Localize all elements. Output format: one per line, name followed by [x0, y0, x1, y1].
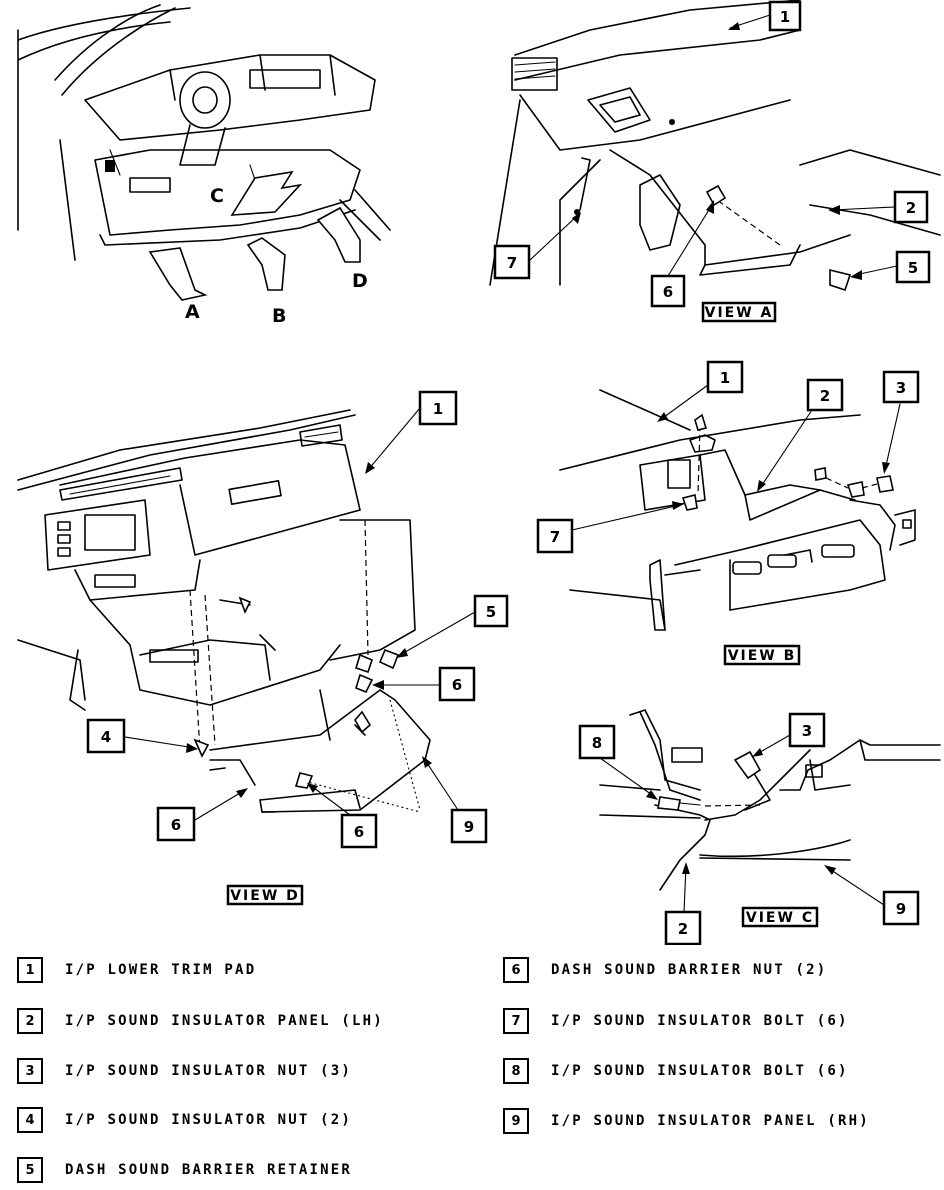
- view-a-callout-5: [895, 250, 931, 284]
- view-c-callout-2: [664, 910, 702, 945]
- view-d-callout-6-upper: [438, 666, 476, 702]
- view-d-title-box: [226, 884, 304, 906]
- arrow-label-b: B: [272, 305, 286, 327]
- legend-item-4: 4 I/P SOUND INSULATOR NUT (2): [17, 1104, 352, 1136]
- svg-text:9: 9: [464, 818, 474, 836]
- exploded-view-diagram: A B C D 1 2: [17, 0, 941, 945]
- svg-text:2: 2: [906, 199, 916, 217]
- view-a-callout-1: [768, 0, 802, 32]
- legend-item-5: 5 DASH SOUND BARRIER RETAINER: [17, 1154, 352, 1186]
- legend-item-1: 1 I/P LOWER TRIM PAD: [17, 954, 256, 986]
- svg-text:6: 6: [452, 676, 462, 694]
- svg-text:2: 2: [820, 387, 830, 405]
- view-c-title-box: [741, 906, 819, 928]
- arrow-label-a: A: [185, 301, 200, 323]
- legend-text-1: I/P LOWER TRIM PAD: [65, 962, 257, 978]
- view-a-callout-7: [493, 244, 531, 280]
- legend-text-8: I/P SOUND INSULATOR BOLT (6): [551, 1063, 849, 1079]
- view-b-title-box: [723, 644, 801, 666]
- svg-text:6: 6: [354, 823, 364, 841]
- arrow-c-icon: [230, 170, 303, 216]
- arrow-label-c: C: [210, 185, 224, 207]
- legend-number-6: 6: [503, 957, 529, 983]
- legend-number-5: 5: [17, 1157, 43, 1183]
- svg-text:1: 1: [780, 8, 790, 26]
- arrow-d-icon: [316, 206, 361, 263]
- view-b-callout-7: [536, 518, 574, 554]
- view-d-drawing: [17, 409, 431, 813]
- svg-text:1: 1: [720, 369, 730, 387]
- legend-number-1: 1: [17, 957, 43, 983]
- arrow-a-icon: [148, 247, 208, 301]
- legend-number-8: 8: [503, 1058, 529, 1084]
- svg-text:1: 1: [433, 400, 443, 418]
- legend-number-4: 4: [17, 1107, 43, 1133]
- overview-dashboard-drawing: A B C D: [17, 4, 391, 327]
- svg-text:3: 3: [802, 722, 812, 740]
- legend-item-9: 9 I/P SOUND INSULATOR PANEL (RH): [503, 1105, 870, 1137]
- svg-text:4: 4: [101, 728, 111, 746]
- view-d-callout-6-bottom: [340, 813, 378, 849]
- svg-text:2: 2: [678, 920, 688, 938]
- view-c-title: VIEW C: [746, 910, 814, 926]
- legend-text-2: I/P SOUND INSULATOR PANEL (LH): [65, 1013, 384, 1029]
- legend-number-9: 9: [503, 1108, 529, 1134]
- svg-text:8: 8: [592, 734, 602, 752]
- view-b-drawing: [559, 389, 916, 631]
- arrow-label-d: D: [352, 270, 368, 292]
- legend-item-6: 6 DASH SOUND BARRIER NUT (2): [503, 954, 827, 986]
- legend-item-3: 3 I/P SOUND INSULATOR NUT (3): [17, 1055, 352, 1087]
- legend-number-2: 2: [17, 1008, 43, 1034]
- view-b-title: VIEW B: [728, 648, 797, 664]
- view-a-title-box: [701, 301, 777, 323]
- svg-text:6: 6: [171, 816, 181, 834]
- legend-text-5: DASH SOUND BARRIER RETAINER: [65, 1162, 352, 1178]
- view-d-callout-9: [450, 808, 488, 844]
- arrow-b-icon: [246, 237, 286, 291]
- svg-text:5: 5: [486, 603, 496, 621]
- legend-text-4: I/P SOUND INSULATOR NUT (2): [65, 1112, 352, 1128]
- view-c-callout-9: [882, 890, 920, 926]
- svg-text:9: 9: [896, 900, 906, 918]
- view-a-callout-2: [893, 190, 929, 224]
- svg-text:7: 7: [550, 528, 560, 546]
- view-d-callout-5: [473, 594, 509, 628]
- view-d-title: VIEW D: [230, 888, 300, 904]
- view-c-callout-8: [578, 724, 616, 760]
- legend-item-2: 2 I/P SOUND INSULATOR PANEL (LH): [17, 1005, 384, 1037]
- svg-text:6: 6: [663, 283, 673, 301]
- legend-text-3: I/P SOUND INSULATOR NUT (3): [65, 1063, 352, 1079]
- view-a-title: VIEW A: [705, 305, 774, 321]
- legend-text-7: I/P SOUND INSULATOR BOLT (6): [551, 1013, 849, 1029]
- view-d-callout-1: [418, 390, 458, 426]
- legend-item-7: 7 I/P SOUND INSULATOR BOLT (6): [503, 1005, 849, 1037]
- view-c-drawing: [599, 709, 941, 891]
- svg-text:5: 5: [908, 259, 918, 277]
- view-d-callout-6-left: [156, 806, 196, 842]
- view-a-callout-6: [650, 274, 686, 308]
- view-b-callout-3: [882, 370, 920, 404]
- legend-item-8: 8 I/P SOUND INSULATOR BOLT (6): [503, 1055, 849, 1087]
- legend-text-6: DASH SOUND BARRIER NUT (2): [551, 962, 828, 978]
- view-a-drawing: [489, 0, 941, 292]
- view-d-callout-4: [86, 718, 126, 754]
- svg-text:7: 7: [507, 254, 517, 272]
- view-c-callout-3: [788, 712, 826, 748]
- legend-number-7: 7: [503, 1008, 529, 1034]
- view-b-callout-1: [706, 360, 744, 394]
- view-b-callout-2: [806, 378, 844, 412]
- legend-number-3: 3: [17, 1058, 43, 1084]
- svg-text:3: 3: [896, 379, 906, 397]
- legend-text-9: I/P SOUND INSULATOR PANEL (RH): [551, 1113, 870, 1129]
